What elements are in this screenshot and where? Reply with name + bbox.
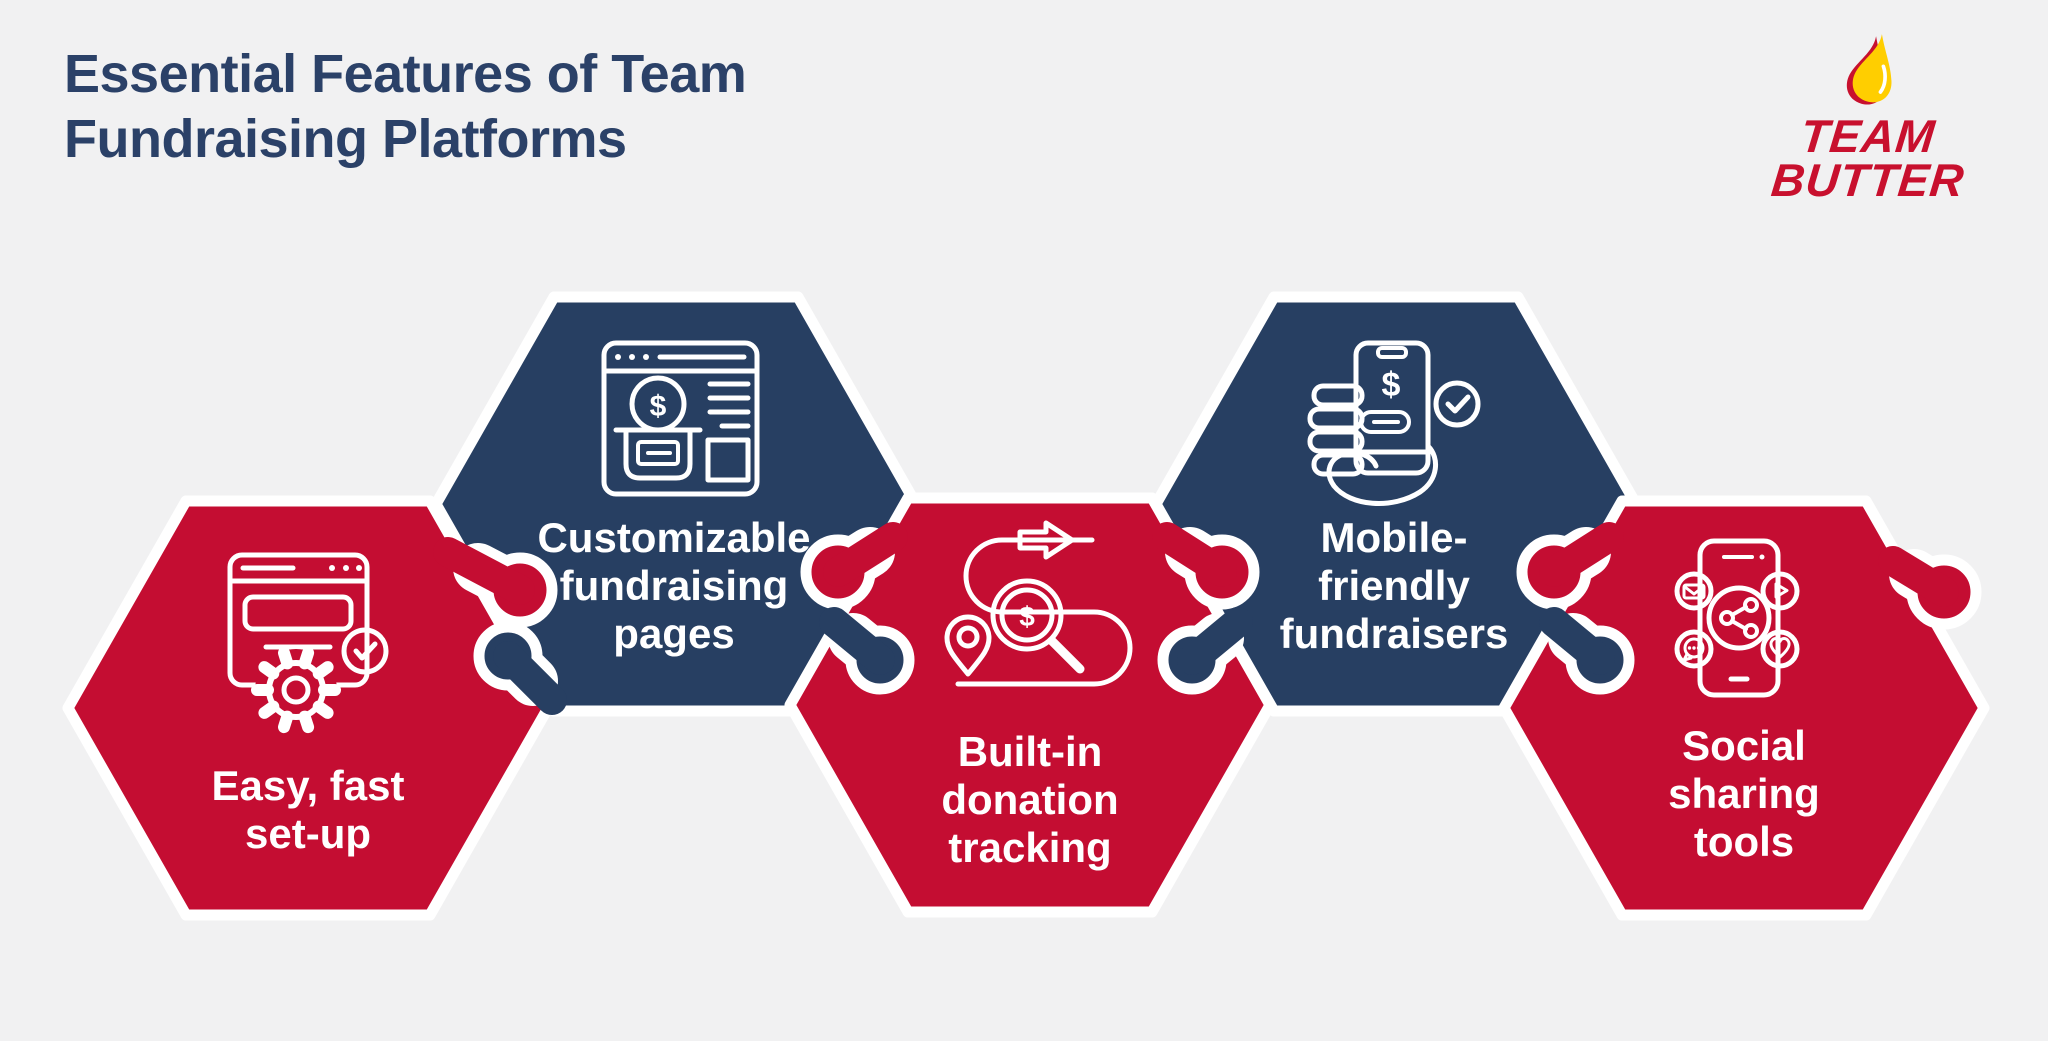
puzzle-knob xyxy=(800,522,908,610)
dollar-glyph: $ xyxy=(1382,366,1401,404)
puzzle-knob xyxy=(1152,522,1260,610)
heart-icon xyxy=(1769,637,1791,659)
page-title: Essential Features of Team Fundraising P… xyxy=(64,42,924,172)
dollar-glyph: $ xyxy=(1019,601,1035,632)
chat-bubble-icon xyxy=(1682,637,1705,662)
puzzle-knob xyxy=(1516,522,1624,610)
puzzle-knob xyxy=(1539,607,1635,695)
feature-label-line: Mobile- xyxy=(1321,514,1468,561)
play-icon xyxy=(1774,582,1789,599)
dollar-glyph: $ xyxy=(650,390,667,423)
butter-drop-icon xyxy=(1846,34,1892,105)
magnifier-handle-icon xyxy=(1047,636,1085,674)
feature-label-line: tools xyxy=(1694,818,1794,865)
feature-label-line: Customizable xyxy=(537,514,810,561)
check-icon xyxy=(353,641,378,661)
location-pin-icon xyxy=(944,614,992,677)
feature-label-line: sharing xyxy=(1668,770,1820,817)
envelope-icon xyxy=(1682,583,1706,600)
fundraising-page-icon: $ xyxy=(601,340,760,497)
feature-label-line: friendly xyxy=(1318,562,1470,609)
puzzle-knob xyxy=(1878,546,1982,630)
feature-label-line: fundraisers xyxy=(1280,610,1509,657)
feature-label-line: tracking xyxy=(948,824,1111,871)
arrow-icon xyxy=(1017,520,1075,560)
phone-icon xyxy=(1353,340,1431,476)
feature-label-line: Easy, fast xyxy=(212,762,405,809)
puzzle-piece-social-sharing xyxy=(1498,495,1990,921)
magnifier-lens-icon xyxy=(990,578,1064,652)
feature-label-line: Built-in xyxy=(958,728,1103,775)
setup-browser-gear-icon xyxy=(227,552,389,734)
puzzle-knob xyxy=(819,607,915,695)
check-icon xyxy=(1445,394,1471,414)
mobile-donation-icon: $ xyxy=(1307,340,1481,506)
feature-label-line: fundraising xyxy=(560,562,789,609)
page-title-line1: Essential Features of Team xyxy=(64,44,747,104)
puzzle-knob xyxy=(1157,607,1253,695)
social-share-icon xyxy=(1674,538,1800,698)
feature-label-line: set-up xyxy=(245,810,371,857)
puzzle-knob xyxy=(433,537,558,628)
feature-label-line: donation xyxy=(941,776,1118,823)
page-title-line2: Fundraising Platforms xyxy=(64,109,627,169)
puzzle-knob xyxy=(473,621,567,715)
phone-icon xyxy=(1697,538,1781,698)
thumb-icon xyxy=(1326,443,1438,506)
donation-tracking-icon: $ xyxy=(944,520,1133,687)
share-network-icon xyxy=(1719,597,1759,639)
feature-label-line: Social xyxy=(1682,722,1806,769)
feature-label-line: pages xyxy=(613,610,734,657)
team-butter-logo: TEAM BUTTER xyxy=(1742,28,1994,206)
